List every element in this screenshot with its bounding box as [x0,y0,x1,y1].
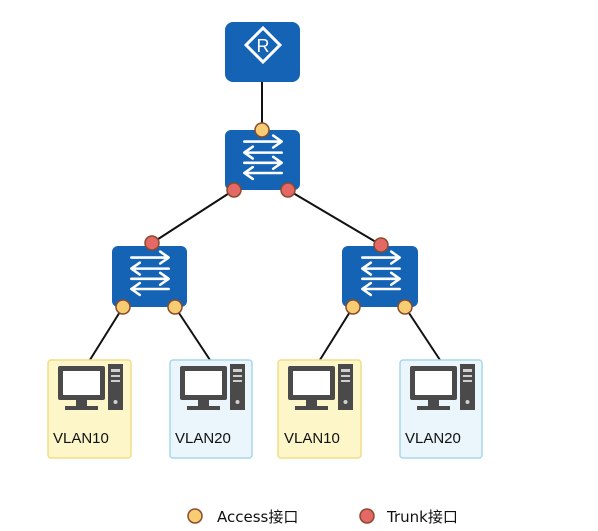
access-port [115,299,131,315]
trunk-port [373,237,389,253]
link-right-pc4 [404,306,443,364]
pc-label: VLAN10 [284,430,340,447]
link-left-pc2 [174,306,213,364]
access-port-legend-icon [187,508,203,524]
access-switch-right[interactable] [342,246,418,307]
pc-label: VLAN20 [405,430,461,447]
access-switch-left[interactable] [112,246,187,307]
trunk-port [226,182,242,198]
link-core-left [151,189,235,244]
pc-host[interactable]: VLAN20 [169,359,253,459]
pc-host[interactable]: VLAN10 [277,359,362,459]
svg-text:R: R [257,36,270,56]
ports [115,122,413,315]
router[interactable]: R [225,22,300,82]
access-port [345,299,361,315]
core-switch[interactable] [225,130,300,190]
trunk-port-legend-icon [359,508,375,524]
pc-host[interactable]: VLAN10 [47,359,132,459]
link-left-pc1 [87,306,124,364]
link-right-pc3 [317,306,354,364]
legend: Access接口 Trunk接口 [187,508,458,526]
pc-host[interactable]: VLAN20 [399,359,483,459]
access-port [397,299,413,315]
trunk-port [280,182,296,198]
legend-trunk-label: Trunk接口 [386,508,458,526]
link-core-right [287,189,382,246]
links [87,82,443,364]
access-port [167,299,183,315]
trunk-port [144,235,160,251]
legend-access-label: Access接口 [217,508,298,526]
access-port [254,122,270,138]
pc-label: VLAN20 [175,430,231,447]
pc-label: VLAN10 [53,430,109,447]
router-icon: R [243,25,283,65]
